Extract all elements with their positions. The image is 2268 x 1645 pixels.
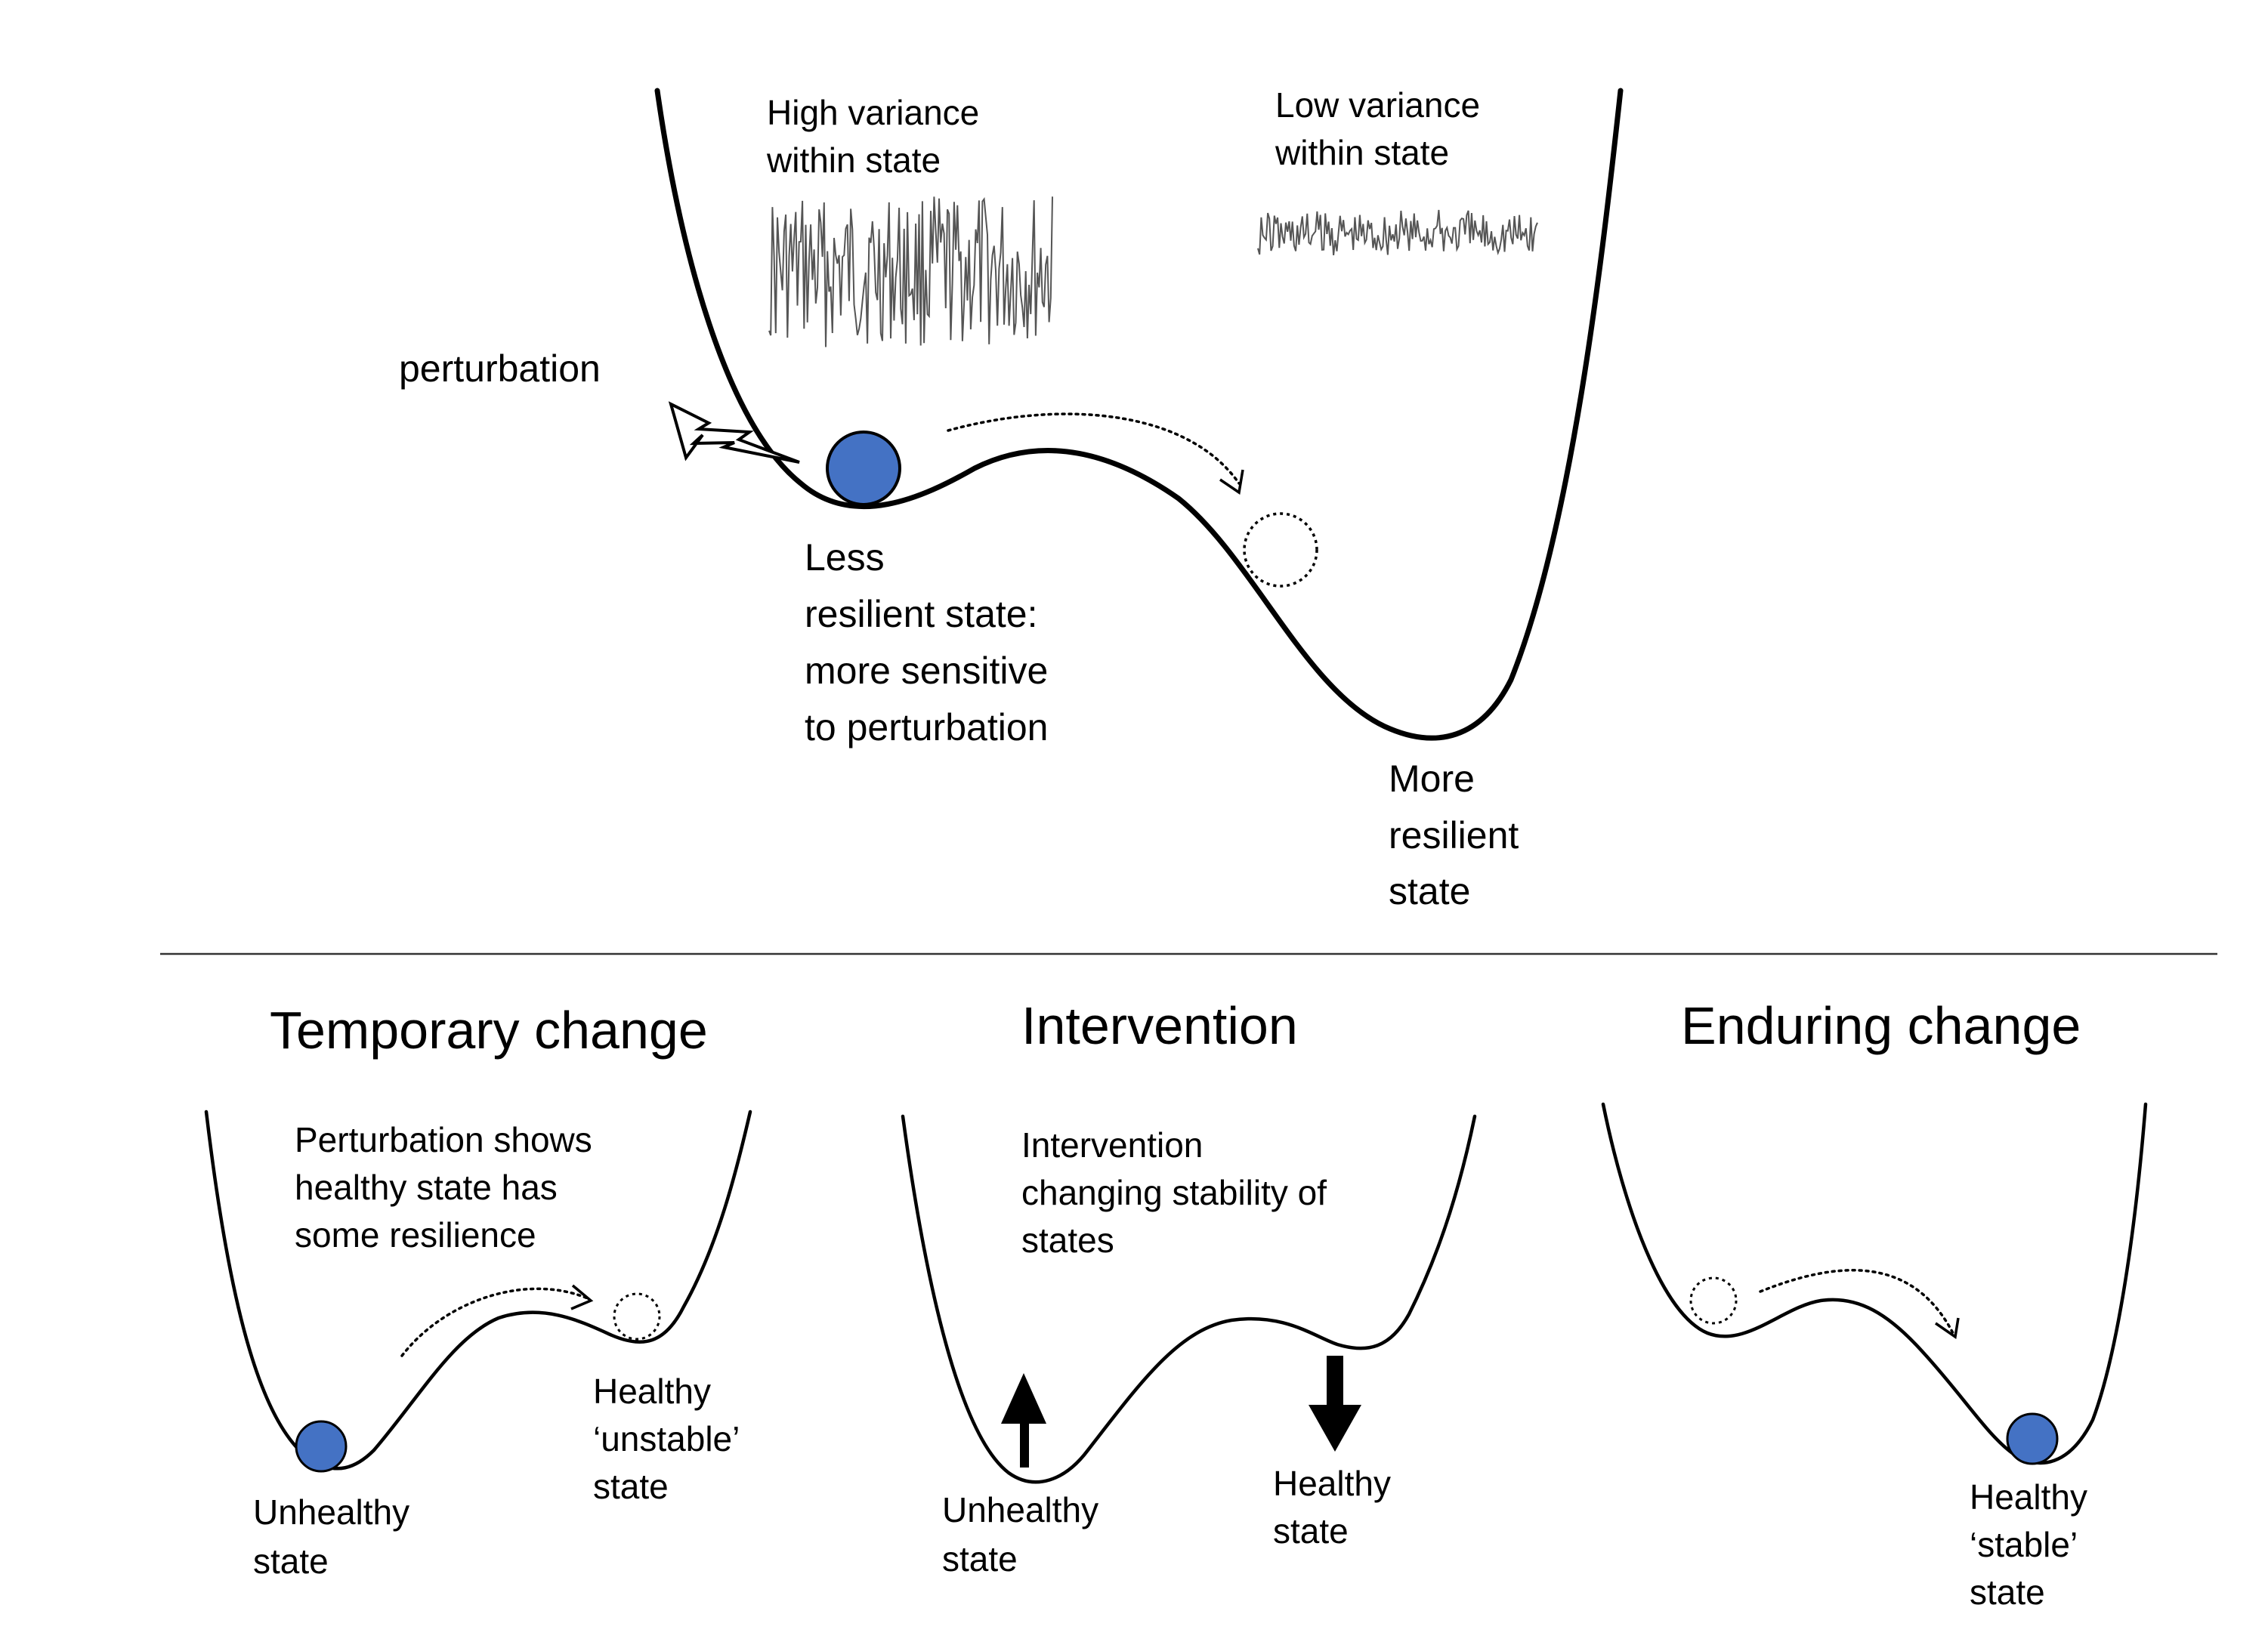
temporary-ball: [295, 1420, 348, 1473]
enduring-ghost-ball: [1689, 1276, 1738, 1325]
enduring-change-panel: Enduring change Healthy ‘stable’ state: [1601, 996, 2148, 1612]
more-resilient-label: More resilient state: [1389, 758, 1529, 912]
intervention-unhealthy-label: Unhealthy state: [942, 1490, 1108, 1579]
lightning-bolt-icon: [668, 401, 800, 464]
temporary-ghost-ball: [613, 1292, 661, 1341]
top-landscape-curve: [654, 88, 1624, 741]
temporary-change-panel: Temporary change Perturbation shows heal…: [204, 1001, 752, 1581]
intervention-healthy-label: Healthy state: [1273, 1464, 1401, 1551]
temporary-change-title: Temporary change: [270, 1001, 708, 1060]
down-arrow-icon: [1309, 1356, 1361, 1452]
intervention-landscape-curve: [901, 1114, 1477, 1484]
enduring-dotted-arrow: [1759, 1269, 1954, 1335]
intervention-note: Intervention changing stability of state…: [1021, 1125, 1336, 1260]
low-variance-label: Low variance within state: [1275, 85, 1490, 172]
enduring-landscape-curve: [1601, 1102, 2148, 1465]
top-dotted-arrow: [947, 412, 1241, 485]
high-variance-signal: [768, 196, 1053, 347]
enduring-healthy-label: Healthy ‘stable’ state: [1970, 1477, 2097, 1612]
perturbation-label: perturbation: [399, 347, 601, 390]
top-ghost-ball: [1243, 512, 1318, 588]
temporary-landscape-curve: [204, 1110, 752, 1471]
enduring-ball: [2006, 1412, 2059, 1465]
temporary-arrowhead: [570, 1284, 594, 1310]
enduring-change-title: Enduring change: [1681, 996, 2081, 1055]
intervention-panel: Intervention Intervention changing stabi…: [901, 996, 1477, 1579]
low-variance-signal: [1257, 209, 1538, 256]
less-resilient-label: Less resilient state: more sensitive to …: [805, 536, 1058, 748]
temporary-note: Perturbation shows healthy state has som…: [295, 1120, 602, 1255]
top-panel: High variance within state Low variance …: [399, 85, 1624, 912]
temporary-dotted-arrow: [400, 1287, 591, 1357]
top-ball: [826, 431, 901, 506]
up-arrow-icon: [1001, 1373, 1046, 1468]
temporary-healthy-label: Healthy ‘unstable’ state: [593, 1372, 748, 1506]
high-variance-label: High variance within state: [766, 93, 989, 180]
enduring-arrowhead: [1935, 1317, 1960, 1340]
top-arrowhead: [1219, 469, 1244, 495]
temporary-unhealthy-label: Unhealthy state: [253, 1492, 419, 1581]
intervention-title: Intervention: [1021, 996, 1298, 1055]
